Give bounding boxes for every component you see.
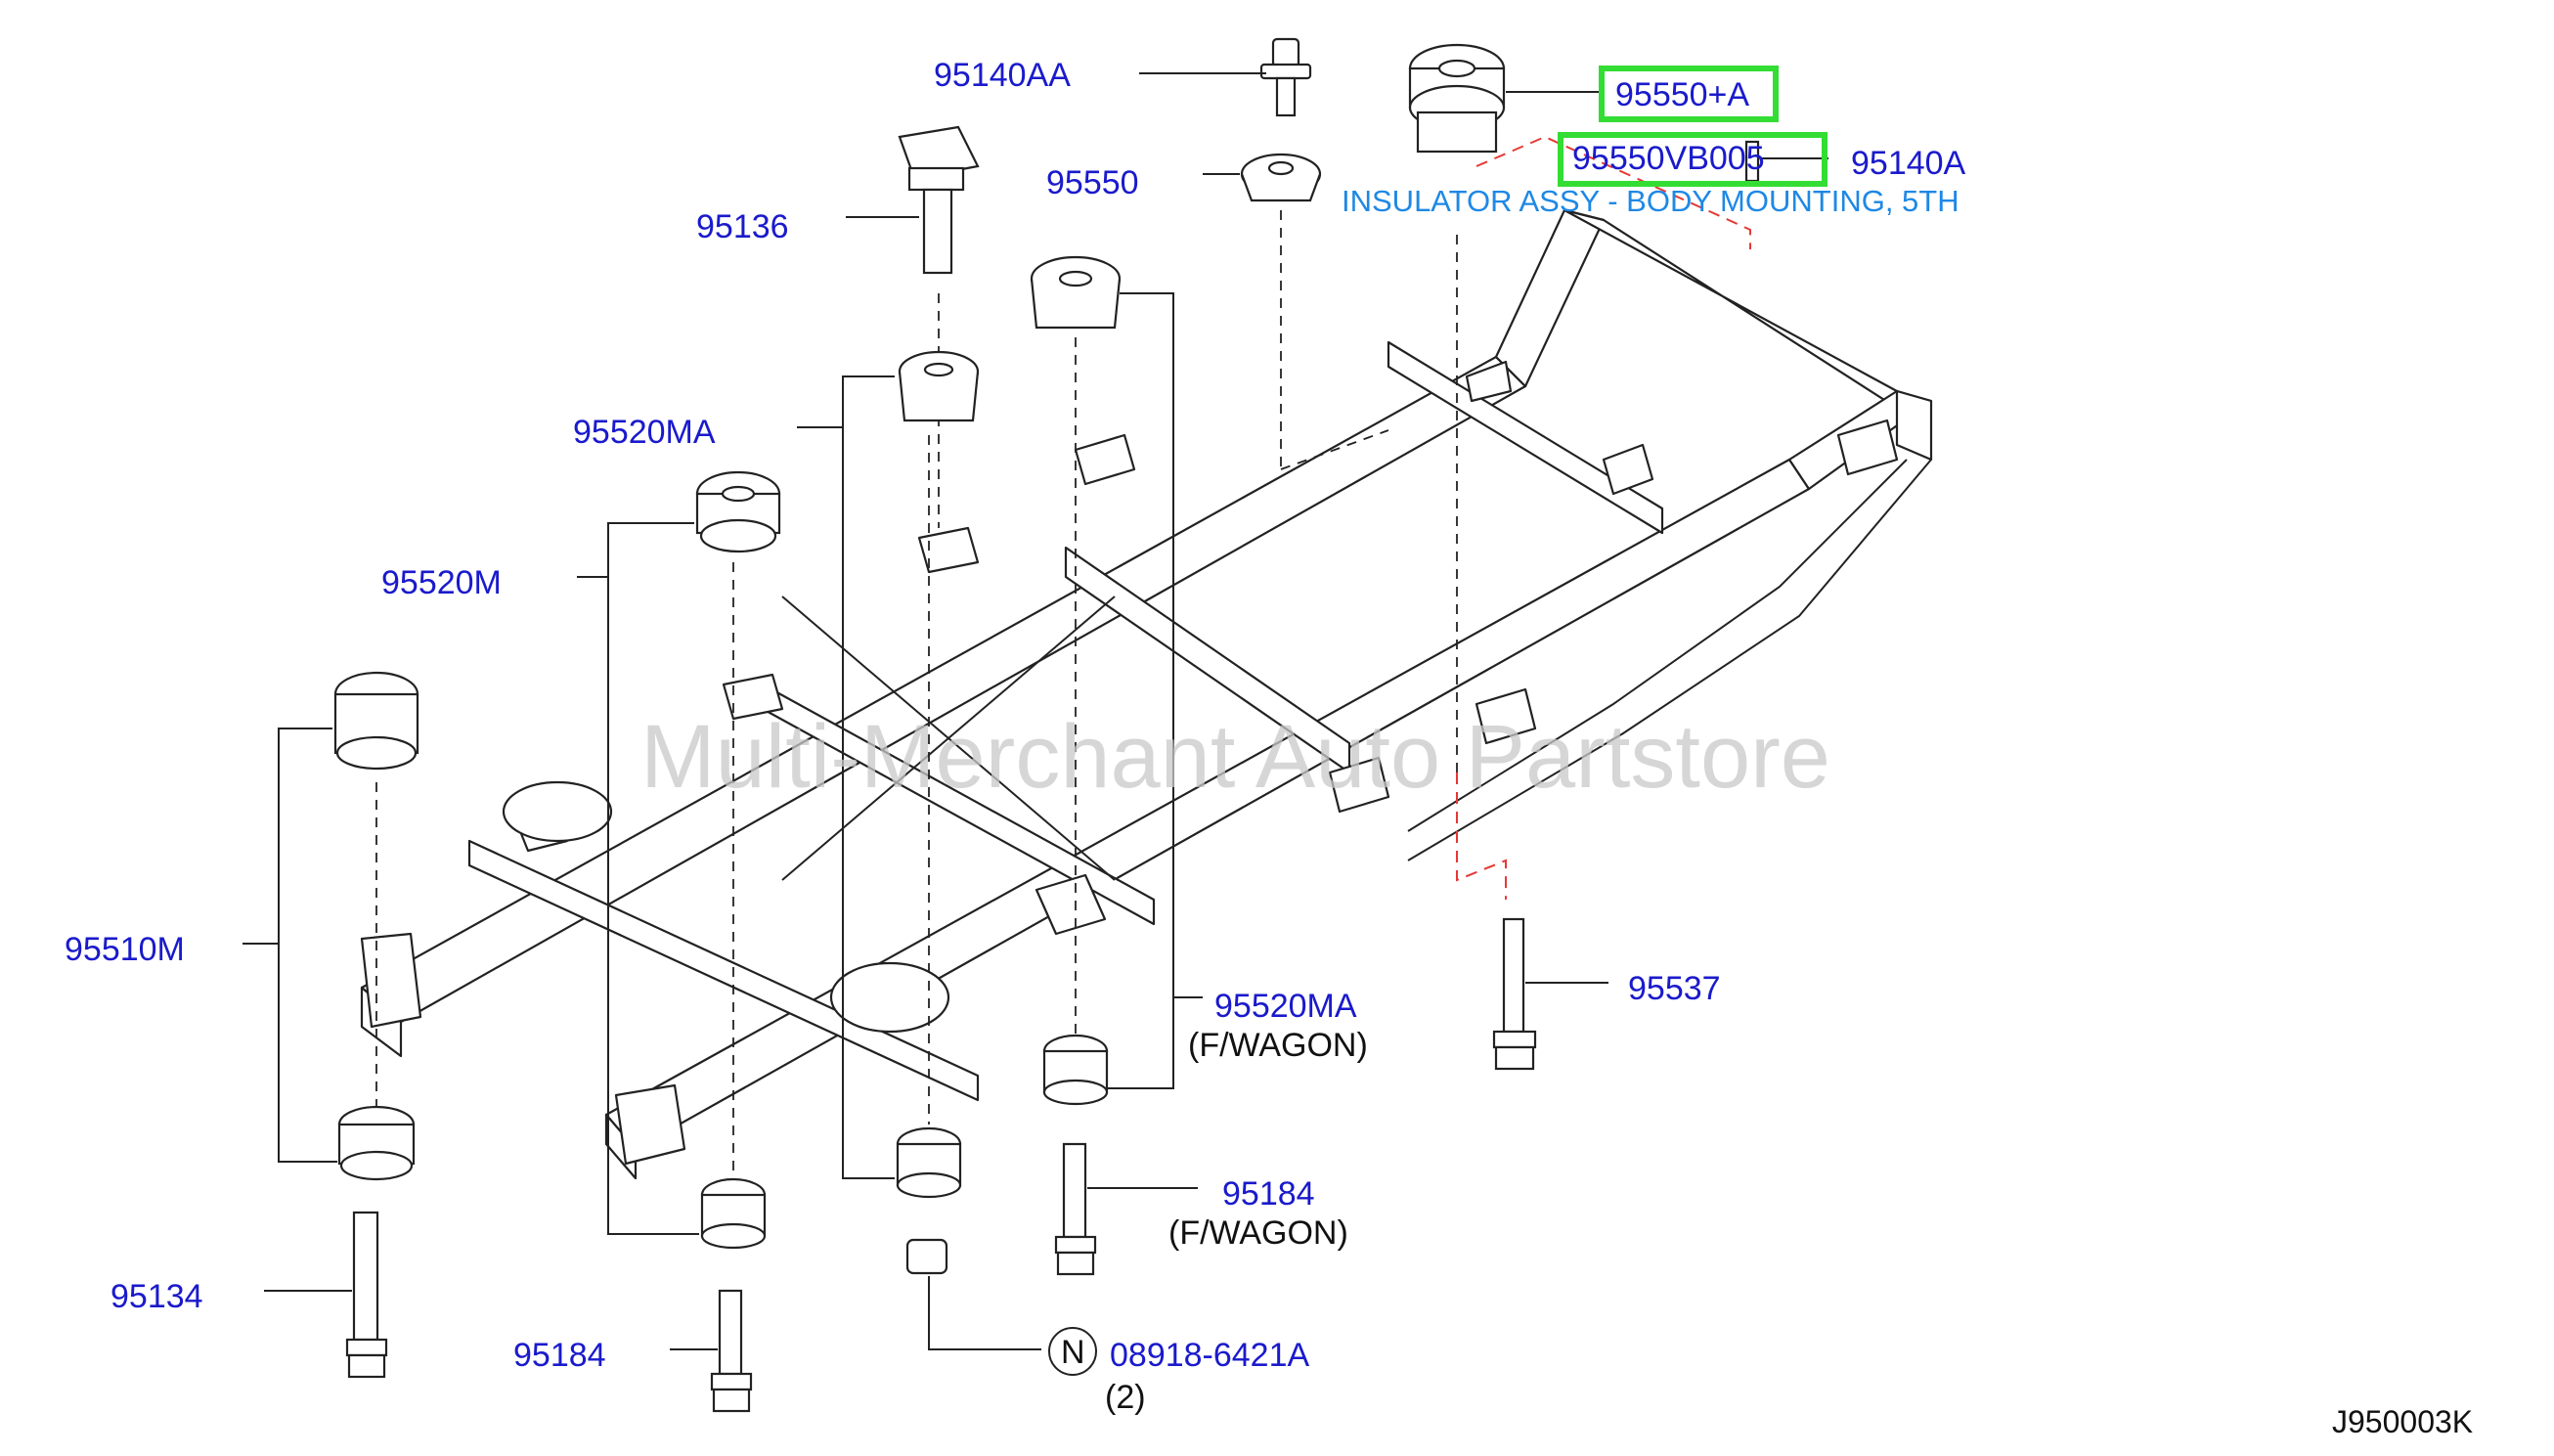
insulator-95510M-bottom — [337, 1105, 416, 1181]
label-fwagon-1: (F/WAGON) — [1188, 1027, 1368, 1064]
bolt-95140AA — [1259, 37, 1312, 117]
insulator-upper-center — [1030, 255, 1122, 330]
insulator-95136 — [898, 125, 980, 275]
label-95134[interactable]: 95134 — [110, 1278, 203, 1315]
insulator-95520MA-bottom — [896, 1126, 962, 1199]
label-95550VB005[interactable]: 95550VB005 — [1572, 140, 1765, 177]
label-95520MA-top[interactable]: 95520MA — [573, 414, 716, 451]
label-95184-left[interactable]: 95184 — [513, 1337, 606, 1374]
highlight-box-95550VB005[interactable] — [1558, 132, 1827, 187]
label-95184-right[interactable]: 95184 — [1222, 1175, 1315, 1213]
insulator-95510M-top — [333, 671, 419, 771]
nut-08918 — [905, 1238, 948, 1275]
vehicle-frame — [360, 208, 1933, 1180]
highlight-box-95550A[interactable] — [1599, 66, 1779, 122]
bolt-95184-left — [710, 1289, 753, 1413]
label-95537[interactable]: 95537 — [1628, 970, 1721, 1007]
mount-centerlines — [375, 210, 1458, 1193]
label-quantity-2: (2) — [1105, 1379, 1146, 1416]
insulator-95550 — [1240, 153, 1322, 202]
label-95550[interactable]: 95550 — [1046, 164, 1139, 201]
watermark: Multi-Merchant Auto Partstore — [640, 707, 1830, 807]
label-95520M[interactable]: 95520M — [381, 564, 502, 601]
leader-lines — [242, 72, 1828, 1376]
label-95520MA-bottom[interactable]: 95520MA — [1214, 988, 1357, 1025]
label-95136[interactable]: 95136 — [696, 208, 789, 245]
label-95140AA[interactable]: 95140AA — [934, 57, 1071, 94]
insulator-95550A — [1408, 43, 1506, 154]
bolt-95134 — [345, 1211, 388, 1379]
bolt-95537 — [1492, 917, 1537, 1071]
insulator-95520M — [695, 470, 781, 553]
insulator-95520MA-fwagon — [1042, 1034, 1109, 1106]
part-description: INSULATOR ASSY - BODY MOUNTING, 5TH — [1342, 184, 1960, 218]
insulator-95520MA-top — [898, 350, 980, 422]
bolt-95184-right — [1054, 1142, 1097, 1276]
label-95140A[interactable]: 95140A — [1851, 145, 1966, 182]
label-95510M[interactable]: 95510M — [65, 931, 185, 968]
label-95550A[interactable]: 95550+A — [1615, 76, 1749, 113]
diagram-code: J950003K — [2332, 1404, 2473, 1439]
n-symbol: N — [1061, 1334, 1085, 1371]
label-fwagon-2: (F/WAGON) — [1168, 1214, 1348, 1252]
insulator-95520M-bottom — [700, 1177, 767, 1250]
label-08918-6421A[interactable]: 08918-6421A — [1110, 1337, 1310, 1374]
